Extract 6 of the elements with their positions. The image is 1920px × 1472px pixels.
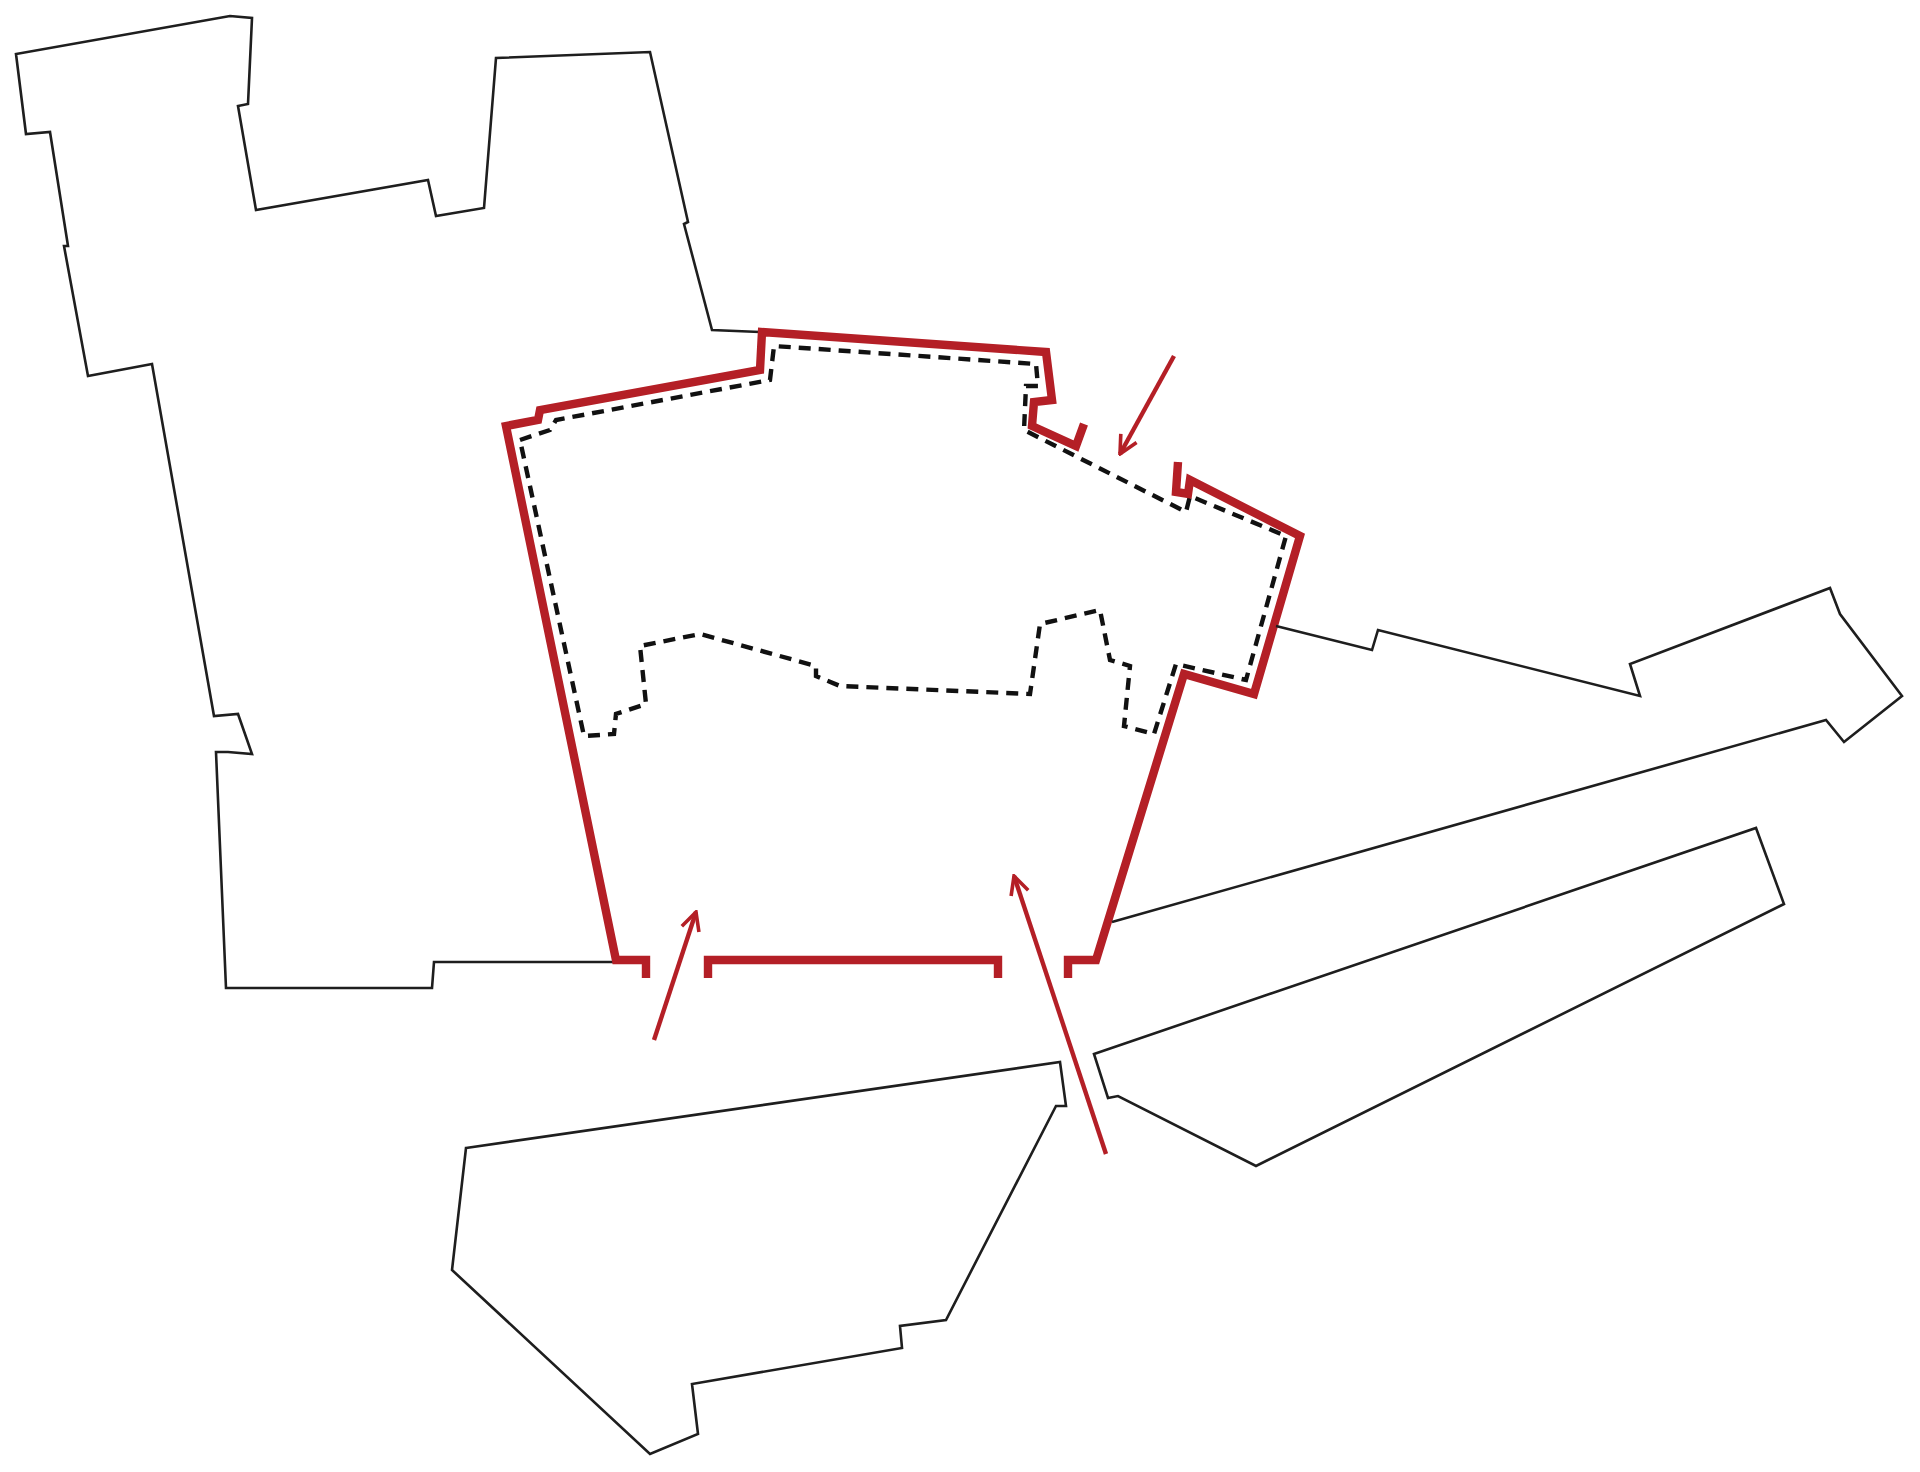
arrow [651, 910, 701, 1041]
building-outline [448, 1058, 1070, 1458]
building-outline [1090, 824, 1788, 1170]
building-outline [1108, 584, 1908, 928]
arrow [1009, 874, 1109, 1155]
arrow [1118, 354, 1176, 456]
